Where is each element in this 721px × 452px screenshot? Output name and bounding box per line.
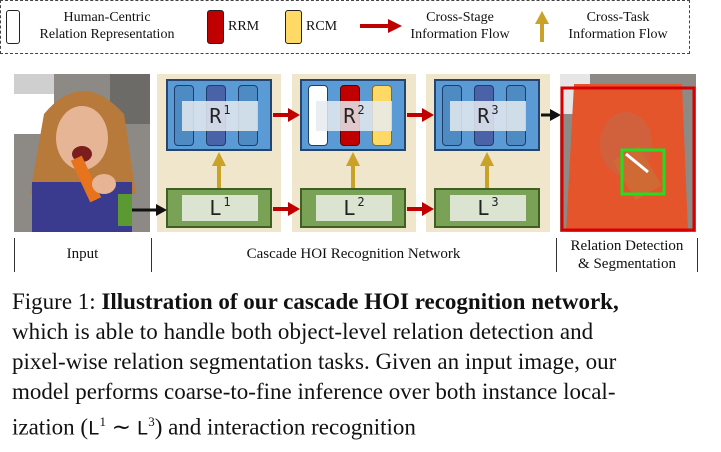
r3-to-output-arrow-icon <box>541 109 561 121</box>
l1-to-r1-arrow-icon <box>212 152 226 188</box>
divider-right <box>697 238 698 272</box>
input-to-l1-arrow-icon <box>132 204 167 216</box>
l2-to-r2-arrow-icon <box>346 152 360 188</box>
network-label: Cascade HOI Recognition Network <box>246 246 461 262</box>
divider-left <box>14 238 15 272</box>
legend-cross-stage-line2: Information Flow <box>410 27 510 42</box>
rrm-swatch <box>207 10 224 44</box>
legend-hcrr-line2: Relation Representation <box>39 27 175 42</box>
l1-to-l2-arrow-icon <box>273 202 300 216</box>
caption-line-2: which is able to handle both object-leve… <box>12 319 594 344</box>
divider-mid-2 <box>556 238 557 272</box>
hcrr-swatch <box>6 10 20 44</box>
output-label-line2: & Segmentation <box>578 256 676 272</box>
output-image <box>560 74 696 232</box>
rcm-swatch <box>285 10 302 44</box>
figure-caption: Figure 1: Illustration of our cascade HO… <box>12 287 702 444</box>
diagram-arrows <box>132 108 561 216</box>
legend: Human-Centric Relation Representation RR… <box>0 0 690 54</box>
input-label: Input <box>66 246 99 262</box>
legend-cross-stage-line1: Cross-Stage <box>426 10 494 25</box>
output-label-line1: Relation Detection <box>570 238 684 254</box>
r2-to-r3-arrow-icon <box>407 108 434 122</box>
l3-to-r3-arrow-icon <box>480 152 494 188</box>
caption-line-4: model performs coarse-to-fine inference … <box>12 379 616 404</box>
divider-mid-1 <box>151 238 152 272</box>
caption-line-5: ization (L1 ∼ L3) and interaction recogn… <box>12 414 416 440</box>
caption-line-1: Figure 1: Illustration of our cascade HO… <box>12 289 619 314</box>
l2-to-l3-arrow-icon <box>407 202 434 216</box>
legend-rrm: RRM <box>228 19 260 34</box>
cross-task-arrow-icon <box>535 11 549 42</box>
caption-line-3: pixel-wise relation segmentation tasks. … <box>12 349 617 374</box>
r1-to-r2-arrow-icon <box>273 108 300 122</box>
legend-hcrr-line1: Human-Centric <box>63 10 151 25</box>
legend-rcm: RCM <box>306 19 338 34</box>
legend-cross-task-line1: Cross-Task <box>586 10 650 25</box>
legend-cross-task-line2: Information Flow <box>568 27 668 42</box>
cross-stage-arrow-icon <box>360 19 402 33</box>
input-image <box>14 74 150 232</box>
